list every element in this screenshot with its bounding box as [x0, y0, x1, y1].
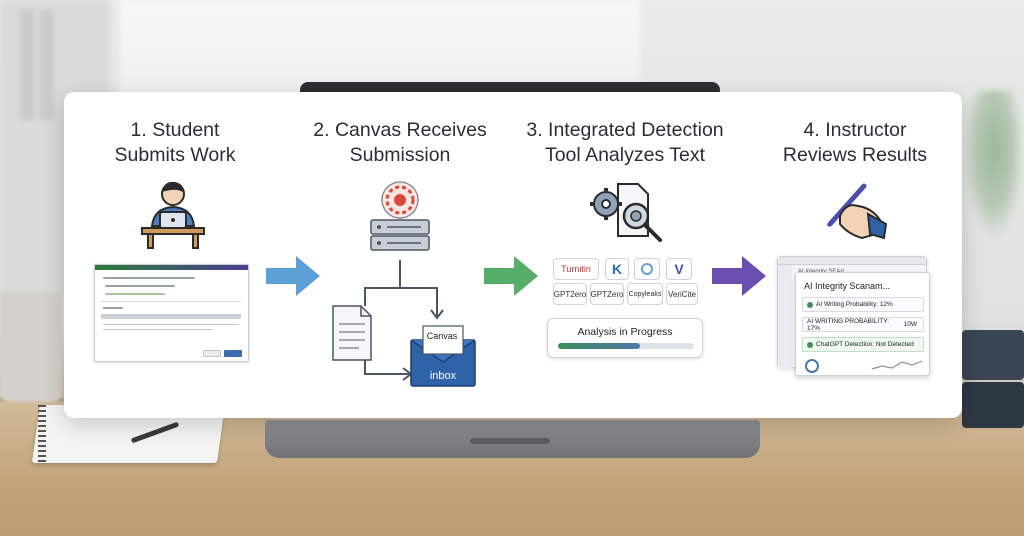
row-text: AI Writing Probability: 12% — [816, 301, 893, 308]
analysis-label: Analysis in Progress — [577, 326, 673, 338]
editor-toolbar — [101, 314, 241, 319]
laptop-trackpad — [470, 438, 550, 444]
flow-arrow-3 — [712, 256, 766, 296]
step-4-title-line2: Reviews Results — [782, 144, 928, 166]
tool-name: VeriCite — [667, 289, 696, 299]
background-book — [20, 10, 34, 120]
tool-name: Copyleaks — [628, 290, 662, 298]
step-3-title: 3. Integrated Detection Tool Analyzes Te… — [520, 118, 730, 168]
step-1-title-line2: Submits Work — [114, 144, 236, 166]
submit-button[interactable] — [224, 350, 242, 357]
divider — [101, 301, 241, 302]
cancel-button[interactable] — [203, 350, 221, 357]
step-3-title-line2: Tool Analyzes Text — [544, 144, 706, 166]
tool-logo-copyleaks: Copyleaks — [627, 283, 663, 305]
results-window: AI Integrity Scanam... AI Writing Probab… — [795, 272, 930, 376]
tool-name: GPT2ero — [553, 289, 587, 299]
text-line — [103, 277, 195, 279]
book — [962, 330, 1024, 380]
window-sidebar — [778, 265, 792, 369]
mug — [0, 292, 62, 402]
tool-logo-turnitin: Turnitin — [553, 258, 599, 280]
text-line — [105, 285, 175, 287]
row-text: AI WRITING PROBABILITY: 17% — [807, 317, 889, 332]
tool-logo-circle — [634, 258, 660, 280]
text-line — [103, 329, 213, 330]
text-line — [103, 324, 239, 325]
ring-icon — [641, 263, 653, 275]
results-title: AI Integrity Scanam... — [804, 281, 891, 291]
tool-name: GPTZero — [590, 289, 624, 299]
tool-logo-gpt2ero: GPT2ero — [553, 283, 587, 305]
notebook-spiral — [38, 405, 46, 463]
document-window-bar — [95, 265, 248, 270]
book-stack — [962, 330, 1024, 430]
progress-fill — [558, 343, 640, 349]
results-sparkline — [805, 359, 923, 373]
check-icon — [807, 341, 813, 348]
text-line — [103, 307, 123, 309]
submission-flow-diagram — [332, 260, 476, 387]
tool-logo-v: V — [666, 258, 692, 280]
canvas-label: Canvas — [426, 331, 458, 341]
flow-arrow-2 — [484, 256, 538, 296]
background-book — [40, 10, 54, 120]
window-titlebar — [778, 257, 926, 265]
check-icon — [807, 301, 813, 308]
step-2-title-line2: Submission — [349, 144, 451, 166]
tool-name: K — [611, 261, 623, 277]
flow-arrow-1 — [266, 256, 320, 296]
tool-name: Turnitin — [561, 264, 591, 274]
tool-logo-gptzero: GPTZero — [590, 283, 624, 305]
text-line — [105, 293, 165, 295]
ai-writing-probability-row: AI Writing Probability: 12% — [802, 297, 924, 312]
student-laptop-icon — [141, 181, 205, 249]
step-2-title: 2. Canvas Receives Submission — [300, 118, 500, 168]
inbox-label: inbox — [429, 370, 457, 382]
analysis-progress-card: Analysis in Progress — [547, 318, 703, 358]
tool-logo-k: K — [605, 258, 629, 280]
step-1-title-line1: 1. Student — [130, 119, 220, 141]
step-4-title: 4. Instructor Reviews Results — [770, 118, 940, 168]
step-1-title: 1. Student Submits Work — [100, 118, 250, 168]
row-value: 10W — [903, 321, 917, 328]
hand-writing-icon — [826, 183, 888, 240]
step-2-title-line1: 2. Canvas Receives — [313, 119, 487, 141]
submission-document-window — [94, 264, 249, 362]
progress-track — [558, 343, 694, 349]
background-plant — [964, 90, 1024, 240]
tool-name: V — [674, 261, 684, 277]
ai-writing-probability-detail-row: AI WRITING PROBABILITY: 17% 10W — [802, 317, 924, 332]
step-3-title-line1: 3. Integrated Detection — [526, 119, 724, 141]
tool-logo-vericite: VeriCite — [666, 283, 698, 305]
gear-analysis-icon — [590, 183, 662, 242]
step-4-title-line1: 4. Instructor — [803, 119, 907, 141]
chatgpt-detection-row: ChatGPT Detection: Not Detected — [802, 337, 924, 352]
row-text: ChatGPT Detection: Not Detected — [816, 341, 914, 348]
book — [962, 382, 1024, 428]
canvas-server-icon — [370, 181, 430, 251]
